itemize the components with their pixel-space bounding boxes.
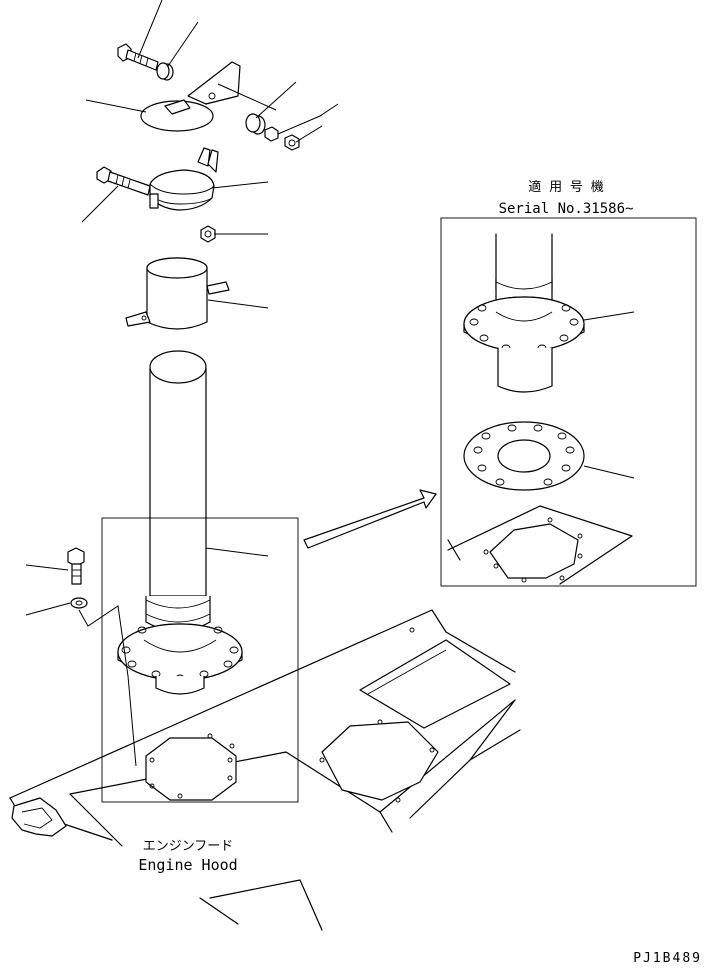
cap-nut [264,126,300,151]
top-collar [156,62,174,81]
clamp-bolt [96,166,151,196]
detail-arrow [303,489,437,549]
pipe-flange [117,623,243,695]
clamp-band [149,147,219,211]
cap-spacer [245,113,266,135]
rain-cap [140,61,241,132]
detail-applicable-label: 適 用 号 機 [528,179,603,195]
detail-callout-box [101,517,299,803]
top-bolt [117,43,159,71]
clamp-nut [200,225,216,243]
engine-hood-jp-label: エンジンフード [143,839,234,854]
drawing-code: PJ1B489 [633,951,702,964]
engine-hood-en-label: Engine Hood [138,856,237,874]
flange-bolt [67,547,85,585]
leader-lines [25,0,635,616]
engine-hood [9,609,521,931]
tail-pipe [125,257,230,330]
flange-washer [70,597,88,609]
exhaust-pipe [145,350,211,632]
detail-serial-label: Serial No.31586~ [499,201,634,217]
detail-inset [440,217,697,587]
